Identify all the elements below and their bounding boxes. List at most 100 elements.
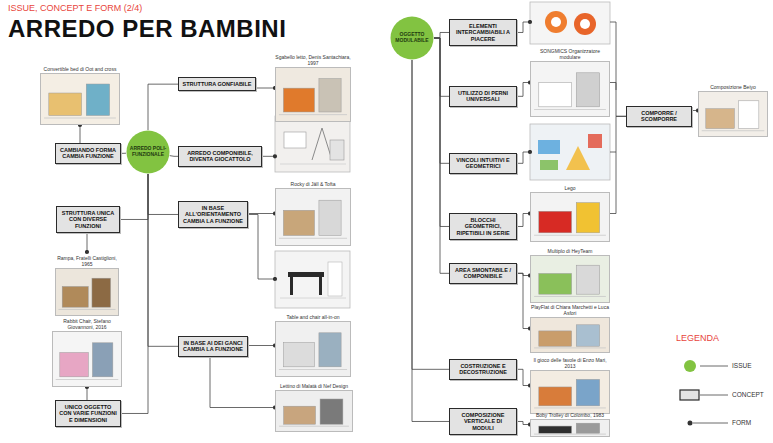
concept-label: ARREDO COMPONIBILE, DIVENTA GIOCATTOLO <box>182 150 258 163</box>
connector <box>517 214 530 227</box>
connector <box>80 125 81 143</box>
legend-swatch <box>684 360 696 372</box>
connector <box>87 233 88 252</box>
form-caption: Sgabello letto, Denis Santachiara, 1997 <box>275 54 351 67</box>
form-photo <box>41 74 119 124</box>
connector <box>121 153 126 154</box>
connector <box>434 38 449 226</box>
photo-frame <box>55 268 119 316</box>
connector <box>256 88 275 89</box>
photo-frame <box>530 124 610 180</box>
concept-label: VINCOLI INTUITIVI E GEOMETRICI <box>453 157 513 170</box>
connector <box>517 421 530 424</box>
concept-label: IN BASE ALL'ORIENTAMENTO CAMBIA LA FUNZI… <box>182 205 244 224</box>
connector <box>434 38 449 96</box>
form-photo <box>276 322 350 376</box>
legend-label: ISSUE <box>732 362 752 370</box>
concept-box: IN BASE AI DEI GANCI CAMBIA LA FUNZIONE <box>178 336 248 357</box>
concept-label: COMPORRE / SCOMPORRE <box>630 110 688 123</box>
issue-circle: ARREDO POLI-FUNZIONALE <box>126 130 170 174</box>
leader-line <box>517 152 530 163</box>
form-caption: Lego <box>530 185 610 192</box>
diagram-title: ARREDO PER BAMBINI <box>8 15 286 43</box>
form-caption: Convertible bed di Oot and cross <box>40 66 120 73</box>
photo-frame <box>530 61 610 117</box>
legend-heading: LEGENDA <box>676 333 719 343</box>
form-caption: Table and chair all-in-on <box>275 314 351 321</box>
photo-frame <box>275 390 353 432</box>
form-frame: PlayFlat di Chiara Marchetti e Luca Asfo… <box>530 304 610 353</box>
form-frame: Table and chair all-in-on <box>275 314 351 377</box>
connector <box>87 387 88 400</box>
concept-box: ELEMENTI INTERCAMBIABILI A PIACERE <box>449 19 517 46</box>
concept-label: IN BASE AI DEI GANCI CAMBIA LA FUNZIONE <box>182 340 244 353</box>
form-photo <box>531 318 609 352</box>
connector <box>434 38 449 273</box>
concept-label: STRUTTURA GONFIABILE <box>182 81 252 87</box>
photo-frame <box>275 321 351 377</box>
photo-frame <box>530 419 610 437</box>
concept-box: UTILIZZO DI PERNI UNIVERSALI <box>449 86 517 107</box>
photo-frame <box>275 188 351 246</box>
connector <box>517 273 530 328</box>
leader-line <box>517 22 530 32</box>
form-photo <box>531 256 609 302</box>
connector <box>148 84 178 130</box>
concept-box: UNICO OGGETTO CON VARIE FUNZIONI E DIMEN… <box>55 400 121 427</box>
concept-label: UNICO OGGETTO CON VARIE FUNZIONI E DIMEN… <box>59 404 117 423</box>
connector <box>148 174 178 346</box>
form-photo <box>56 269 118 315</box>
form-frame: Il gioco delle favole di Enzo Mari, 2013 <box>530 357 610 414</box>
form-frame: Sgabello letto, Denis Santachiara, 1997 <box>275 54 351 122</box>
connector <box>248 213 275 214</box>
photo-frame <box>530 2 610 44</box>
concept-box: ARREDO COMPONIBILE, DIVENTA GIOCATTOLO <box>178 146 262 167</box>
concept-box: STRUTTURA GONFIABILE <box>178 77 256 91</box>
photo-frame <box>52 331 122 387</box>
concept-label: UTILIZZO DI PERNI UNIVERSALI <box>453 90 513 103</box>
concept-box: IN BASE ALL'ORIENTAMENTO CAMBIA LA FUNZI… <box>178 201 248 228</box>
form-caption: Multiplo di HeyTeam <box>530 248 610 255</box>
issue-label: OGGETTO MODULABILE <box>393 32 431 44</box>
connector <box>120 174 148 219</box>
form-photo <box>531 62 609 116</box>
photo-frame <box>698 91 768 137</box>
form-caption: Rabbit Chair, Stefano Giovannoni, 2016 <box>52 318 122 331</box>
photo-frame <box>40 73 120 125</box>
concept-box: COMPOSIZIONE VERTICALE DI MODULI <box>449 408 517 435</box>
connector <box>210 357 275 408</box>
form-photo <box>699 92 767 136</box>
form-frame: Convertible bed di Oot and cross <box>40 66 120 125</box>
form-frame: SONGMICS Organizzatore modulare <box>530 48 610 117</box>
concept-box: CAMBIANDO FORMA CAMBIA FUNZIONE <box>55 143 121 164</box>
connector <box>248 345 275 346</box>
form-frame: Lettino di Malatà di Nef Design <box>275 383 353 432</box>
form-caption: Rocky di Jäll & Tofta <box>275 181 351 188</box>
concept-label: AREA SMONTABILE / COMPONIBILE <box>453 267 513 280</box>
concept-label: ELEMENTI INTERCAMBIABILI A PIACERE <box>453 23 513 42</box>
bracket-line <box>610 22 616 90</box>
photo-frame <box>530 317 610 353</box>
photo-frame <box>275 116 350 172</box>
form-caption: Composizione Beiyo <box>698 84 768 91</box>
form-photo <box>276 189 350 245</box>
connector <box>517 369 530 385</box>
form-caption: Boby Trolley di Colombo, 1983 <box>530 412 610 419</box>
concept-label: COSTRUZIONE E DECOSTRUZIONE <box>453 363 513 376</box>
legend-label: CONCEPT <box>732 391 764 399</box>
form-frame: Lego <box>530 185 610 242</box>
concept-box: AREA SMONTABILE / COMPONIBILE <box>449 263 517 284</box>
concept-box: STRUTTURA UNICA CON DIVERSE FUNZIONI <box>56 206 120 233</box>
concept-label: BLOCCHI GEOMETRICI, RIPETIBILI IN SERIE <box>453 217 513 236</box>
section-label: ISSUE, CONCEPT E FORM (2/4) <box>8 3 142 13</box>
concept-box: COSTRUZIONE E DECOSTRUZIONE <box>449 359 517 380</box>
form-frame: Composizione Beiyo <box>698 84 768 137</box>
concept-box: BLOCCHI GEOMETRICI, RIPETIBILI IN SERIE <box>449 213 517 240</box>
form-photo <box>531 420 609 436</box>
form-frame: Boby Trolley di Colombo, 1983 <box>530 412 610 437</box>
concept-box: COMPORRE / SCOMPORRE <box>626 106 692 127</box>
connector <box>170 155 178 157</box>
form-frame: Rocky di Jäll & Tofta <box>275 181 351 246</box>
connector <box>412 60 449 369</box>
concept-label: CAMBIANDO FORMA CAMBIA FUNZIONE <box>59 147 117 160</box>
